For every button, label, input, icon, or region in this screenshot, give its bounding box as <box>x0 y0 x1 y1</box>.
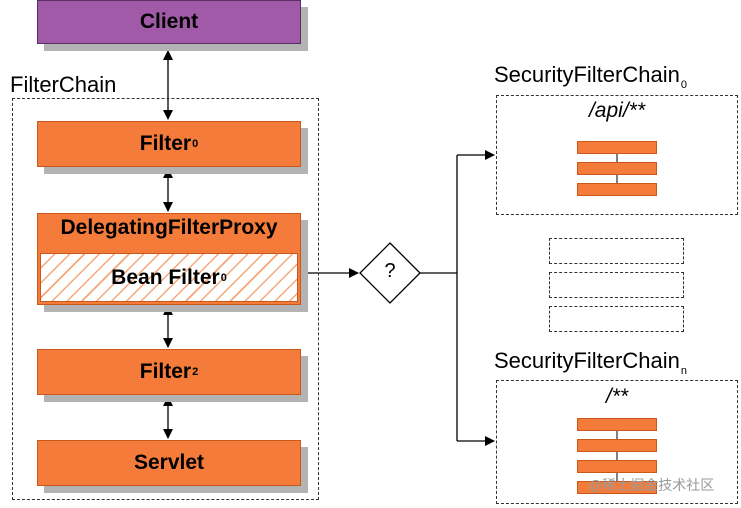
delegating-label: DelegatingFilterProxy <box>60 216 278 239</box>
securitychainn-container <box>496 380 738 504</box>
filter0-label: Filter <box>139 132 192 155</box>
securitychain0-filter-bar <box>577 162 657 175</box>
client-label: Client <box>139 10 199 33</box>
securitychainn-filter-bar <box>577 481 657 494</box>
filterchain-container <box>12 98 319 500</box>
securitychain0-filter-bar <box>577 141 657 154</box>
securitychain0-title: SecurityFilterChain0 <box>494 62 687 91</box>
client-box: Client <box>37 0 301 44</box>
securitychain0-title-text: SecurityFilterChain <box>494 62 680 87</box>
watermark: @稀土掘金技术社区 <box>588 477 715 493</box>
filterchain-title: FilterChain <box>10 72 117 97</box>
securitychain0-pattern: /api/** <box>588 99 646 122</box>
bean-filter-sub: 0 <box>220 271 227 284</box>
bean-filter-label: Bean Filter <box>111 265 220 289</box>
securitychain0-container <box>496 95 738 215</box>
filter2-label: Filter <box>139 360 192 383</box>
securitychain0-sub: 0 <box>680 79 687 91</box>
filter2-sub: 2 <box>192 366 199 378</box>
decision-diamond <box>359 242 421 304</box>
securitychain0-filter-bar <box>577 183 657 196</box>
placeholder-chain <box>549 238 684 264</box>
securitychainn-sub: n <box>680 365 687 377</box>
filter0-sub: 0 <box>192 138 199 150</box>
securitychainn-title-text: SecurityFilterChain <box>494 348 680 373</box>
servlet-box: Servlet <box>37 440 301 486</box>
securitychainn-filter-bar <box>577 460 657 473</box>
decision-label: ? <box>384 260 396 282</box>
securitychainn-title: SecurityFilterChainn <box>494 348 687 377</box>
placeholder-chain <box>549 272 684 298</box>
servlet-label: Servlet <box>133 451 205 474</box>
securitychainn-filter-bar <box>577 418 657 431</box>
securitychainn-pattern: /** <box>605 385 629 408</box>
securitychainn-filter-bar <box>577 439 657 452</box>
placeholder-chain <box>549 306 684 332</box>
